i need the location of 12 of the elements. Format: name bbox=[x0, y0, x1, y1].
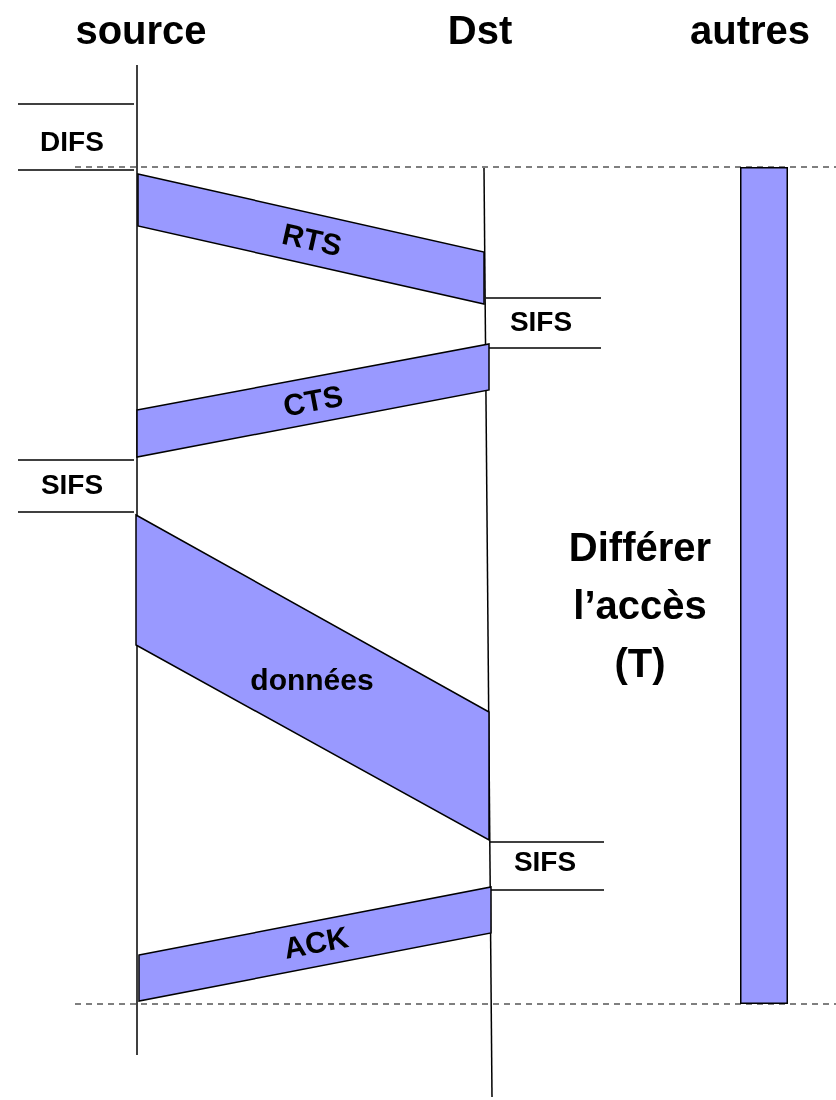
frame-label: RTS bbox=[279, 216, 345, 264]
frame-label: ACK bbox=[280, 920, 352, 966]
interval-label: SIFS bbox=[40, 469, 104, 501]
interval-label: SIFS bbox=[509, 306, 573, 338]
interval-label: SIFS bbox=[513, 846, 577, 878]
interval-label: DIFS bbox=[40, 126, 104, 158]
frame-label: données bbox=[250, 663, 374, 697]
column-header: Dst bbox=[447, 7, 513, 53]
column-header: autres bbox=[689, 7, 811, 53]
frame-label: CTS bbox=[280, 378, 346, 424]
bar-caption: Différer l’accès (T) bbox=[567, 524, 713, 687]
column-header: source bbox=[75, 7, 207, 53]
